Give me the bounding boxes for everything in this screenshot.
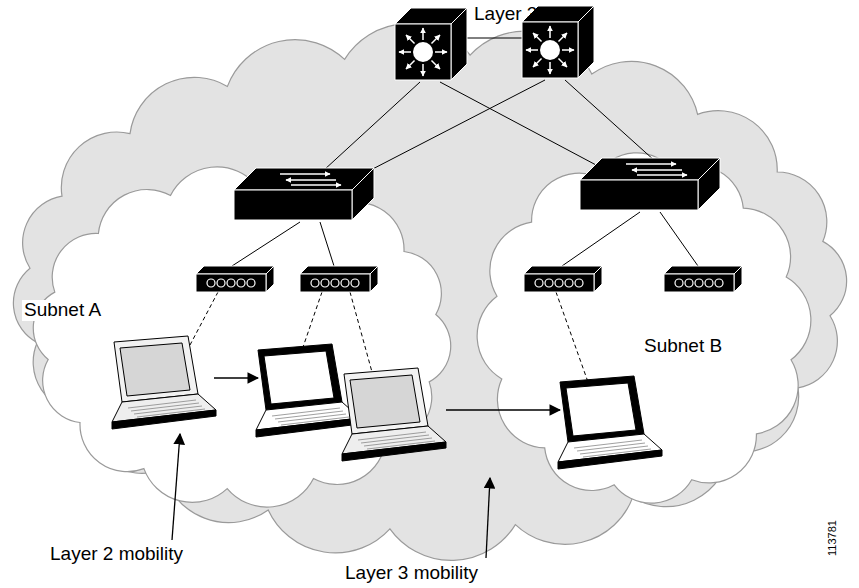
layer3-switch: [395, 8, 467, 80]
laptop: [112, 336, 216, 429]
laptop: [558, 376, 662, 469]
movement-arrows: [172, 378, 560, 558]
laptop: [342, 368, 446, 461]
mobility-label: Layer 2 mobility: [50, 544, 183, 565]
tier-label: Layer 3: [474, 4, 537, 25]
access-point: [524, 266, 602, 292]
figure-number: 113781: [826, 520, 838, 556]
access-point: [196, 266, 274, 292]
access-point: [664, 266, 742, 292]
subnet-label: Subnet B: [642, 336, 724, 357]
layer2-switch: [234, 168, 374, 220]
access-point: [300, 266, 378, 292]
network-cloud: [13, 24, 846, 561]
wireless-links: [190, 292, 588, 382]
mobility-label: Layer 3 mobility: [345, 563, 478, 584]
layer2-switch: [580, 158, 720, 210]
laptop: [256, 344, 360, 437]
network-links: [232, 38, 698, 266]
subnet-label: Subnet A: [22, 300, 103, 321]
